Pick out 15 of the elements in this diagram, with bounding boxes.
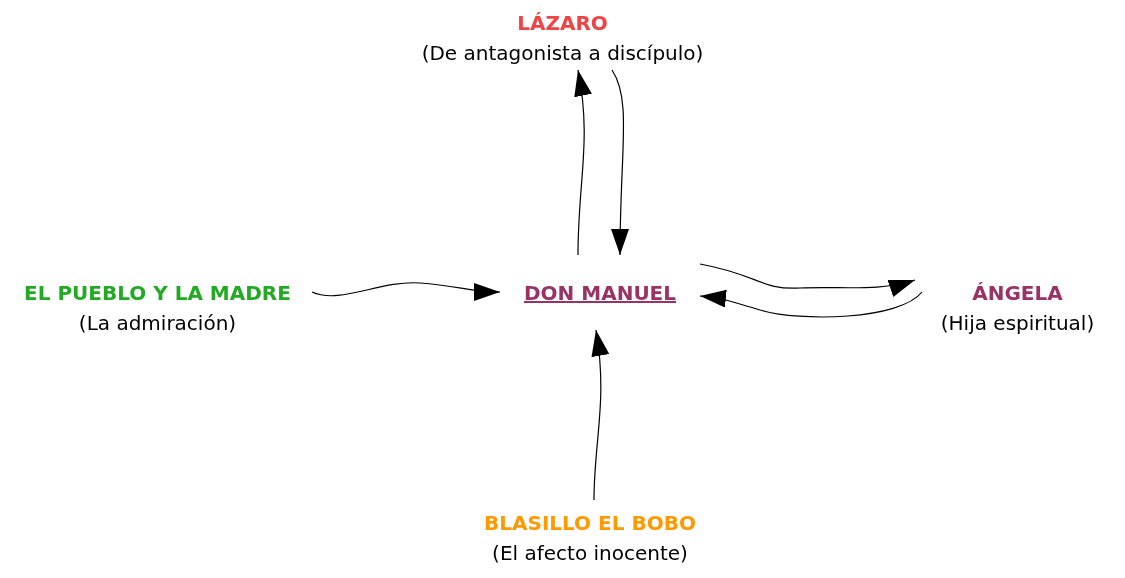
character-name: LÁZARO [517,9,608,37]
arrow [573,69,592,256]
role-description: (El afecto inocente) [492,539,688,567]
character-name: DON MANUEL [523,279,677,307]
character-name: BLASILLO EL BOBO [484,509,696,537]
arrow [699,263,916,297]
arrow [699,289,923,318]
role-description: (De antagonista a discípulo) [421,39,704,67]
role-description: (Hija espiritual) [940,309,1095,337]
character-name: EL PUEBLO Y LA MADRE [24,279,291,307]
arrow [611,69,630,256]
arrow [311,282,501,301]
arrow [590,329,609,501]
character-name: ÁNGELA [972,279,1063,307]
role-description: (La admiración) [78,309,237,337]
